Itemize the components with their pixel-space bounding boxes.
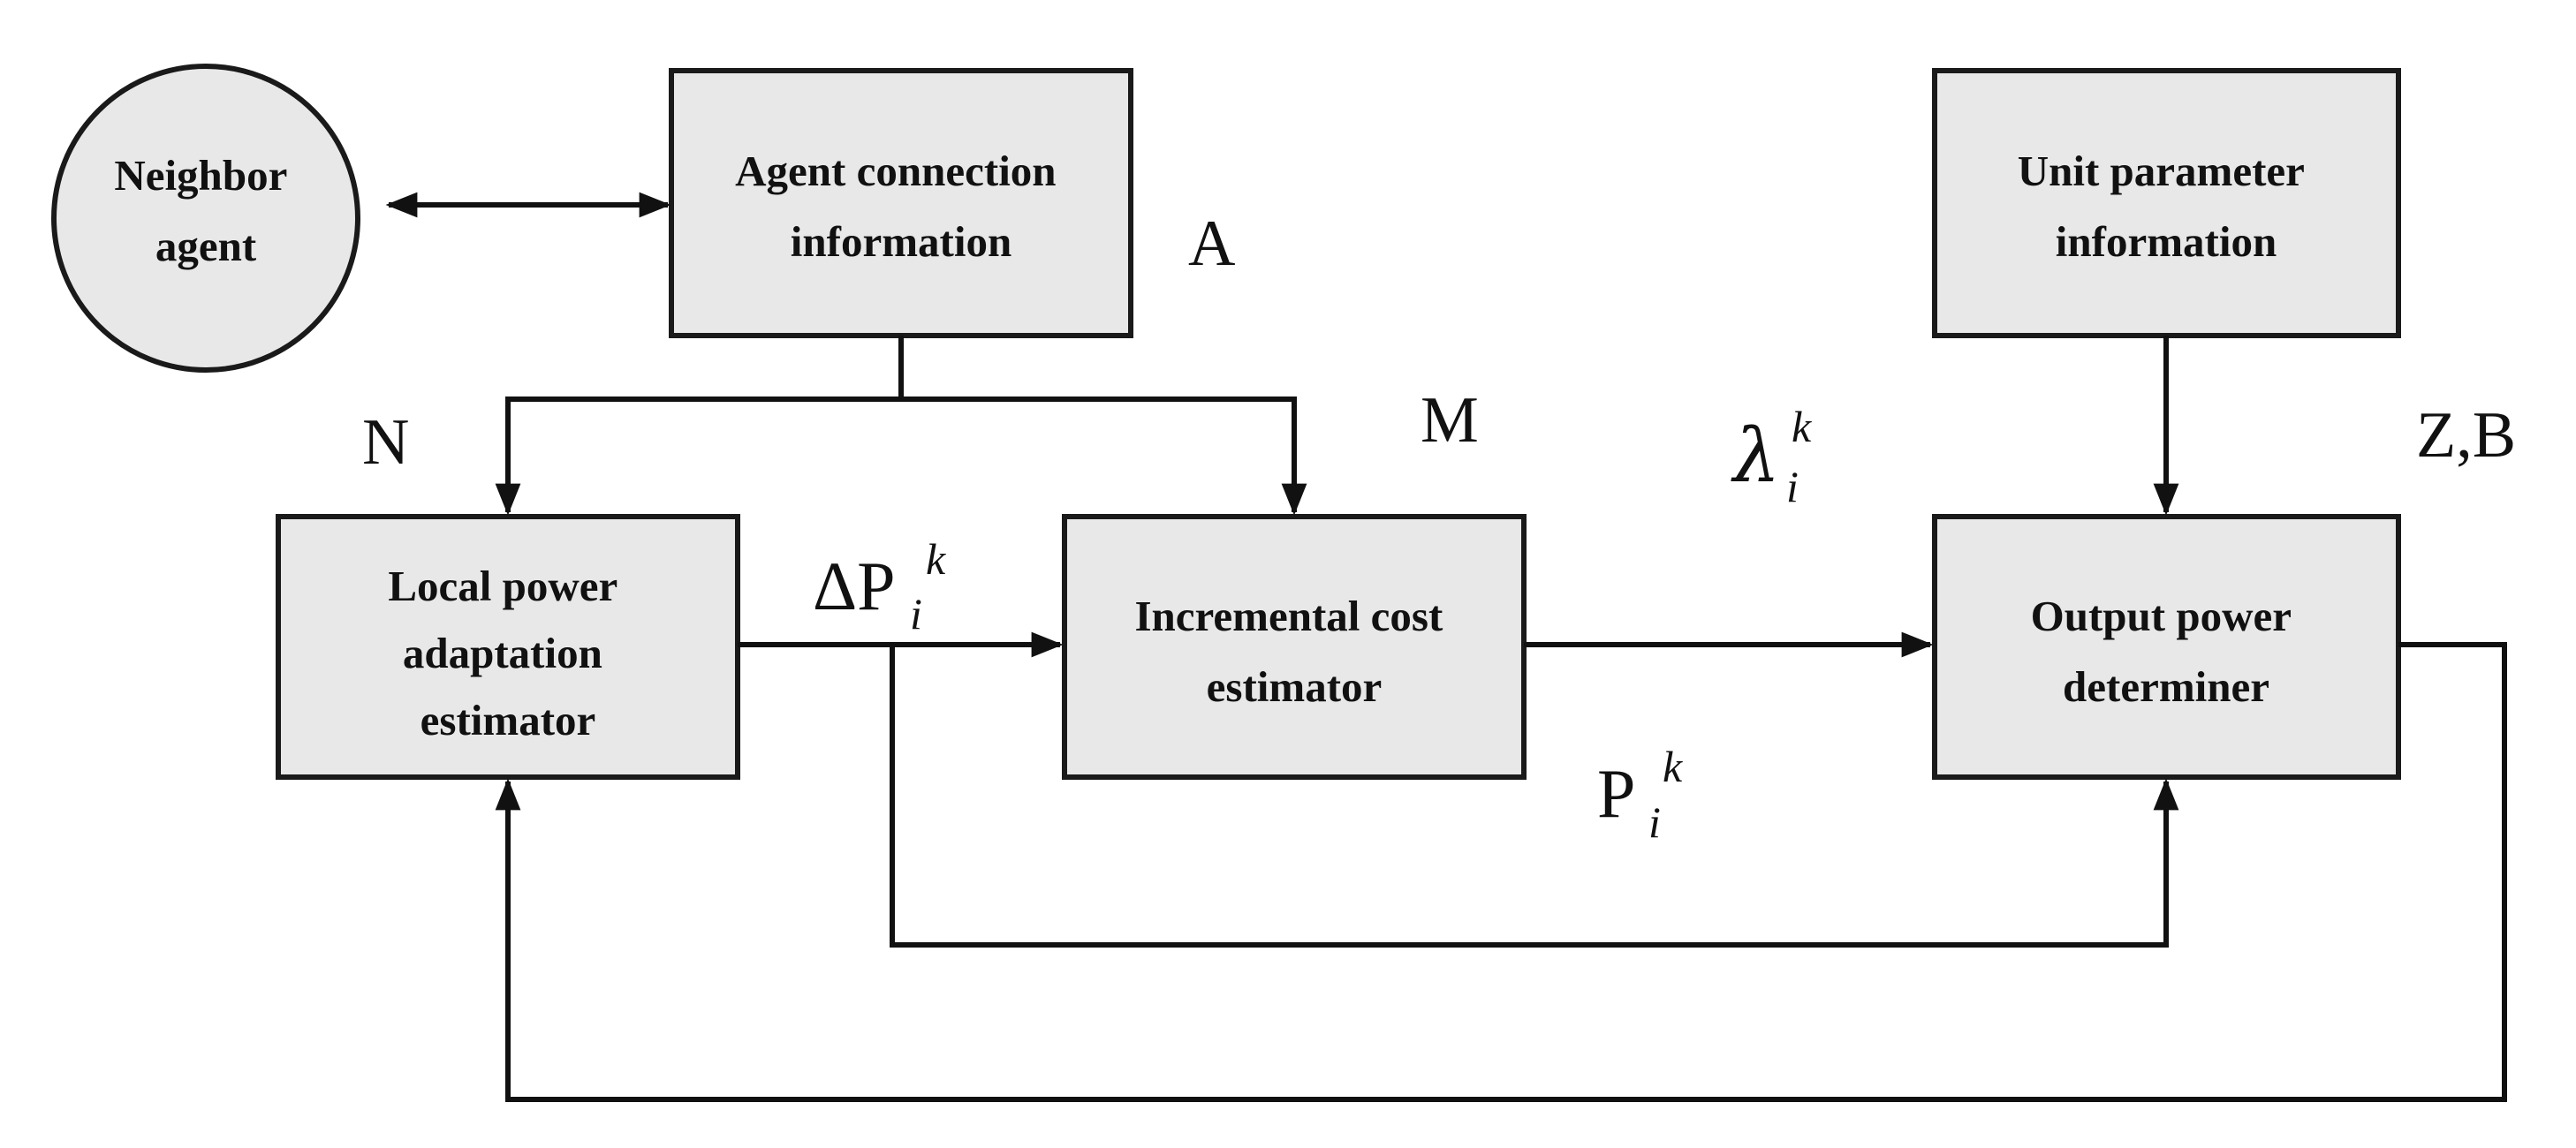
svg-text:Neighbor agent: Neighbor agent xyxy=(114,151,297,270)
svg-text:Unit parameter informati: Unit parameter information xyxy=(2018,147,2315,266)
lambda-sub: i xyxy=(1786,462,1799,511)
unit-parameter-label-line1: Unit parameter xyxy=(2018,147,2304,195)
lambda-sup: k xyxy=(1792,402,1812,451)
neighbor-agent-label-line2: agent xyxy=(155,222,257,270)
agent-connection-label-line1: Agent connection xyxy=(735,147,1056,195)
output-power-label-line2: determiner xyxy=(2063,662,2269,711)
unit-parameter-label-line2: information xyxy=(2056,217,2277,266)
local-power-label-line2: adaptation xyxy=(403,629,602,677)
neighbor-agent-label-line1: Neighbor xyxy=(114,151,286,200)
incremental-cost-estimator-box: Incremental cost estimator xyxy=(1062,514,1527,780)
output-power-feedback-to-local-power xyxy=(495,642,2507,1102)
label-m: M xyxy=(1421,384,1479,457)
lambda-base: λ xyxy=(1731,412,1780,499)
unit-parameter-information-box: Unit parameter information xyxy=(1932,68,2401,338)
incremental-cost-label-line2: estimator xyxy=(1207,662,1383,711)
neighbor-agent-node: Neighbor agent xyxy=(51,64,360,373)
svg-text:Agent connection informa: Agent connection information xyxy=(735,147,1067,266)
delta-p-base: ΔP xyxy=(813,548,896,624)
signal-delta-p: ΔP k i xyxy=(813,534,946,638)
agent-connection-to-local-power xyxy=(495,397,901,516)
svg-text:Output power determiner: Output power determiner xyxy=(2031,592,2302,711)
delta-p-sup: k xyxy=(926,534,946,584)
p-sub: i xyxy=(1648,797,1661,847)
delta-p-to-output-power-bottom xyxy=(890,645,2179,948)
incremental-cost-label-line1: Incremental cost xyxy=(1134,592,1443,640)
agent-connection-label-line2: information xyxy=(791,217,1011,266)
p-base: P xyxy=(1597,755,1635,832)
local-power-label-line1: Local power xyxy=(388,562,617,610)
label-n: N xyxy=(362,406,409,479)
local-power-adaptation-estimator-box: Local power adaptation estimator xyxy=(276,514,740,780)
svg-text:Incremental cost estimat: Incremental cost estimator xyxy=(1134,592,1453,711)
agent-connection-to-incremental-cost xyxy=(901,397,1307,516)
signal-lambda: λ k i xyxy=(1731,402,1812,511)
delta-p-sub: i xyxy=(910,589,922,638)
label-z-b: Z,B xyxy=(2416,399,2516,472)
output-power-label-line1: Output power xyxy=(2031,592,2292,640)
agent-connection-information-box: Agent connection information xyxy=(669,68,1133,338)
output-power-determiner-box: Output power determiner xyxy=(1932,514,2401,780)
signal-p: P k i xyxy=(1597,742,1683,847)
p-sup: k xyxy=(1663,742,1683,791)
svg-text:Local power adaptation: Local power adaptation estimator xyxy=(388,562,627,744)
label-a: A xyxy=(1188,208,1235,280)
local-power-label-line3: estimator xyxy=(420,696,596,744)
